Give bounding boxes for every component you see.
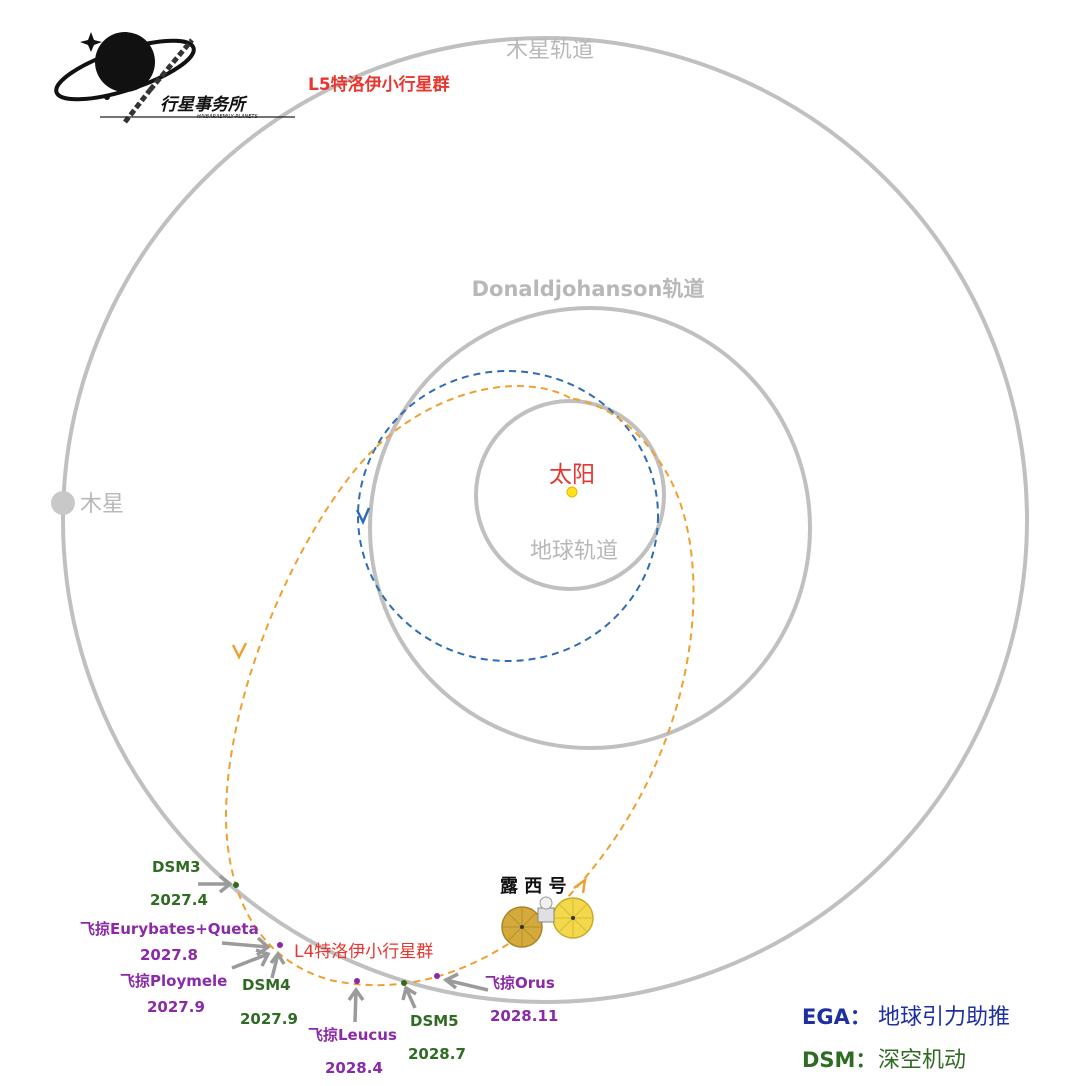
eurybates-point [277, 942, 283, 948]
l5-label: L5特洛伊小行星群 [308, 74, 450, 95]
jupiter-orbit-label: 木星轨道 [506, 38, 594, 63]
dsm5-date: 2028.7 [408, 1045, 466, 1063]
leucus-point [354, 978, 360, 984]
lucy-spacecraft-icon [501, 896, 594, 948]
eurybates-date: 2027.8 [140, 946, 198, 964]
ploymele-name: 飞掠Ploymele [120, 972, 227, 990]
earth-orbit-label: 地球轨道 [530, 539, 618, 564]
dsm4-name: DSM4 [242, 976, 291, 994]
dsm3-point [233, 882, 239, 888]
jupiter-icon [51, 491, 75, 515]
earth-orbit [474, 399, 666, 591]
blue-arrow-icon [355, 507, 371, 525]
sun-icon [566, 486, 578, 498]
logo-subtitle: HAIBARAEMILY·PLANETS [197, 114, 258, 120]
logo: 行星事务所 HAIBARAEMILY·PLANETS [54, 32, 295, 124]
orange-arrow-end-icon [573, 877, 587, 894]
jupiter-label: 木星 [80, 492, 124, 517]
orus-date: 2028.11 [490, 1007, 558, 1025]
blue-trajectory [357, 370, 659, 662]
dsm3-name: DSM3 [152, 858, 201, 876]
legend-ega-key: EGA： [802, 1005, 871, 1029]
spacecraft-name: 露 西 号 [500, 876, 567, 897]
orange-trajectory [224, 385, 695, 987]
orus-point [434, 973, 440, 979]
sun-label: 太阳 [549, 462, 595, 488]
legend-ega-text: 地球引力助推 [878, 1005, 1010, 1030]
dsm3-date: 2027.4 [150, 891, 208, 909]
pointer-arrows [198, 874, 489, 1023]
legend-dsm-key: DSM： [802, 1048, 876, 1072]
planet-logo-icon [54, 32, 295, 124]
donaldjohanson-orbit-label: Donaldjohanson轨道 [472, 277, 705, 301]
leucus-date: 2028.4 [325, 1059, 383, 1077]
orus-name: 飞掠Orus [485, 974, 555, 992]
eurybates-name: 飞掠Eurybates+Queta [80, 920, 259, 938]
dsm4-date: 2027.9 [240, 1010, 298, 1028]
ploymele-date: 2027.9 [147, 998, 205, 1016]
orange-arrow-icon [231, 642, 248, 660]
legend-dsm-text: 深空机动 [878, 1048, 966, 1073]
logo-title: 行星事务所 [160, 95, 248, 115]
dsm5-point [401, 980, 407, 986]
leucus-name: 飞掠Leucus [308, 1026, 397, 1044]
dsm5-name: DSM5 [410, 1012, 459, 1030]
jupiter-orbit [61, 36, 1029, 1004]
legend: EGA： 地球引力助推 DSM： 深空机动 [802, 1005, 1010, 1073]
donaldjohanson-orbit [368, 306, 812, 750]
l4-label: L4特洛伊小行星群 [294, 942, 433, 962]
